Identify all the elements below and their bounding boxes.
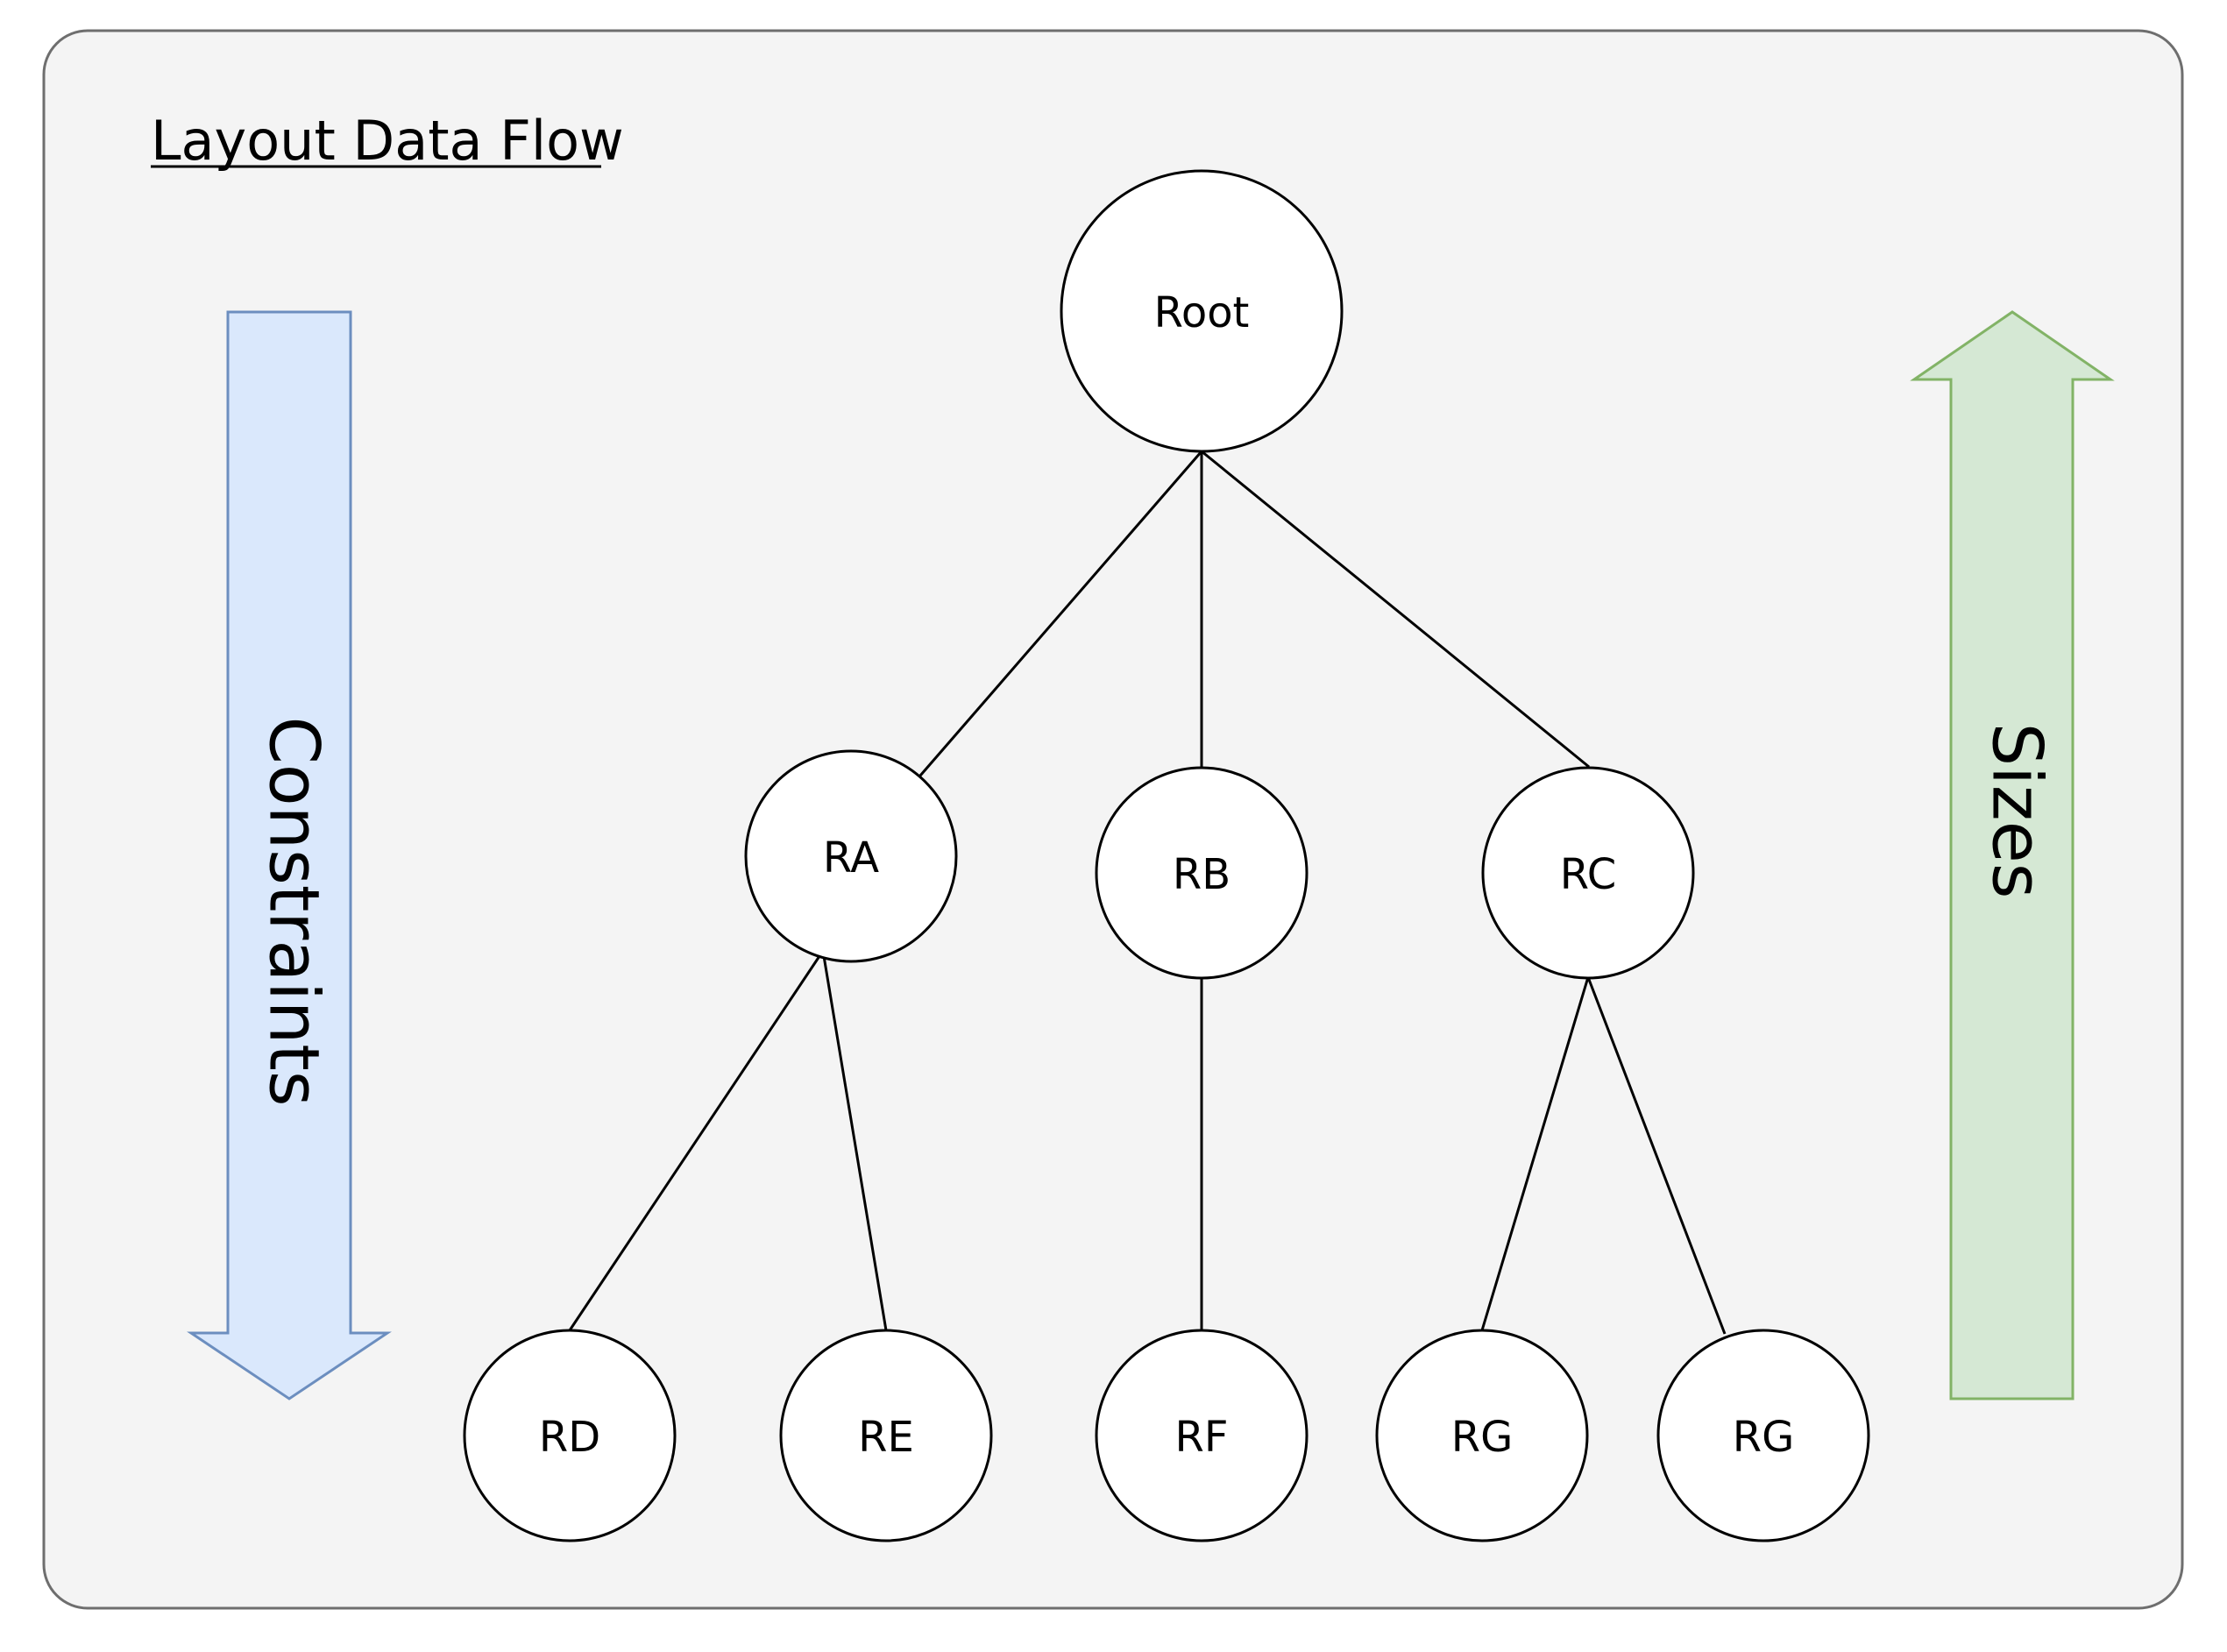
node-rd-label: RD (539, 1413, 600, 1462)
node-rg1: RG (1375, 1329, 1589, 1542)
node-rg1-circle (1375, 1329, 1589, 1542)
sizes-label: Sizes (1977, 723, 2056, 899)
node-rf-label: RF (1175, 1413, 1229, 1462)
edge-ra-rd (568, 950, 825, 1331)
tree-edges (568, 450, 1727, 1335)
node-re-label: RE (858, 1413, 914, 1462)
node-rc: RC (1481, 766, 1695, 980)
node-rb-label: RB (1173, 850, 1231, 899)
edge-rc-rg2 (1586, 976, 1727, 1335)
node-rb: RB (1095, 766, 1309, 980)
sizes-arrow: Sizes (1910, 310, 2115, 1400)
edge-root-rc (1201, 450, 1590, 769)
node-root-circle (1060, 169, 1344, 453)
node-rf: RF (1095, 1329, 1309, 1542)
constraints-arrow-shape (187, 310, 392, 1400)
node-rg2-circle (1656, 1329, 1870, 1542)
node-rg2: RG (1656, 1329, 1870, 1542)
node-re: RE (779, 1329, 993, 1542)
node-re-circle (779, 1329, 993, 1542)
node-rd-circle (463, 1329, 677, 1542)
edge-root-ra (918, 450, 1203, 776)
node-rf-circle (1095, 1329, 1309, 1542)
node-root-label: Root (1154, 288, 1250, 337)
edge-ra-re (821, 950, 888, 1331)
constraints-label: Constraints (254, 716, 333, 1106)
node-rg2-label: RG (1733, 1413, 1795, 1462)
node-rc-label: RC (1560, 850, 1616, 899)
node-rg1-label: RG (1451, 1413, 1514, 1462)
node-rc-circle (1481, 766, 1695, 980)
edge-rc-rg1 (1480, 976, 1590, 1331)
sizes-arrow-shape (1910, 310, 2115, 1400)
node-ra-circle (744, 749, 958, 963)
node-ra-label: RA (823, 833, 879, 883)
node-rb-circle (1095, 766, 1309, 980)
node-root: Root (1060, 169, 1344, 453)
node-rd: RD (463, 1329, 677, 1542)
node-ra: RA (744, 749, 958, 963)
diagram-title: Layout Data Flow (151, 109, 624, 173)
constraints-arrow: Constraints (187, 310, 392, 1400)
